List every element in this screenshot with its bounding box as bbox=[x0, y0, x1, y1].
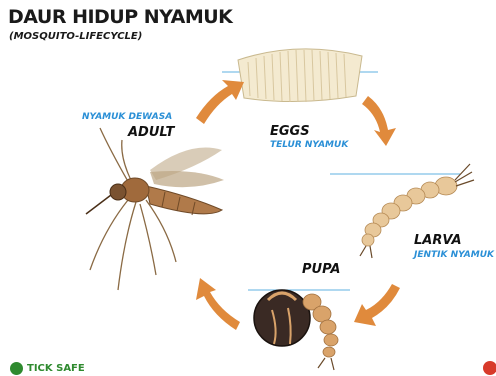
arrow-pupa-to-adult bbox=[196, 278, 240, 330]
pupa-label: PUPA bbox=[302, 262, 340, 277]
egg-raft-illustration bbox=[238, 49, 362, 102]
pupa-illustration bbox=[254, 290, 338, 370]
arrow-eggs-to-larva bbox=[362, 96, 396, 146]
arrow-larva-to-pupa bbox=[354, 284, 400, 326]
arrow-adult-to-eggs bbox=[196, 80, 244, 124]
adult-mosquito-illustration bbox=[86, 128, 224, 290]
eggs-label: EGGS bbox=[270, 124, 310, 139]
footer-brand: TICK SAFE bbox=[10, 362, 85, 375]
partner-logo-icon bbox=[483, 361, 496, 375]
adult-label: ADULT bbox=[128, 125, 174, 140]
eggs-local-label: TELUR NYAMUK bbox=[270, 140, 348, 150]
adult-local-label: NYAMUK DEWASA bbox=[82, 112, 172, 122]
larva-local-label: JENTIK NYAMUK bbox=[414, 250, 494, 260]
footer-brand-text: TICK SAFE bbox=[27, 363, 85, 374]
cycle-arrow-icon bbox=[196, 80, 400, 330]
larva-label: LARVA bbox=[414, 233, 462, 248]
tick-safe-logo-icon bbox=[10, 362, 23, 375]
